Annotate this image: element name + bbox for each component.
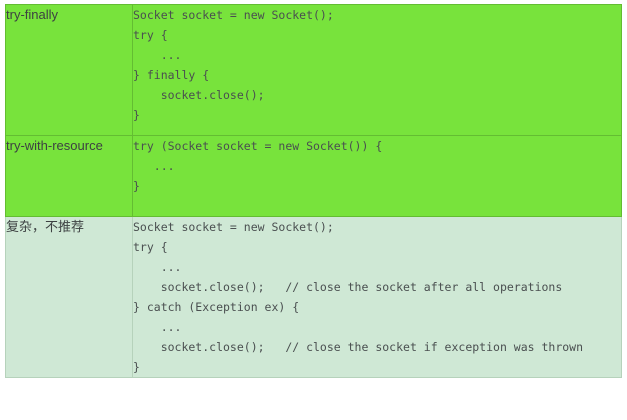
table-body: try-finally Socket socket = new Socket()… [5, 4, 622, 378]
code-snippet: Socket socket = new Socket(); try { ... … [133, 8, 334, 122]
table-row: 复杂，不推荐 Socket socket = new Socket(); try… [5, 216, 622, 378]
pattern-comparison-table: try-finally Socket socket = new Socket()… [5, 4, 622, 378]
pattern-code-cell: Socket socket = new Socket(); try { ... … [132, 4, 622, 136]
pattern-code-cell: try (Socket socket = new Socket()) { ...… [132, 135, 622, 217]
pattern-label-cell: try-finally [5, 4, 133, 136]
table-row: try-finally Socket socket = new Socket()… [5, 4, 622, 136]
pattern-label-cell: try-with-resource [5, 135, 133, 217]
code-snippet: try (Socket socket = new Socket()) { ...… [133, 139, 383, 193]
pattern-label-cell: 复杂，不推荐 [5, 216, 133, 378]
code-snippet: Socket socket = new Socket(); try { ... … [133, 220, 584, 374]
pattern-code-cell: Socket socket = new Socket(); try { ... … [132, 216, 622, 378]
table-row: try-with-resource try (Socket socket = n… [5, 135, 622, 217]
